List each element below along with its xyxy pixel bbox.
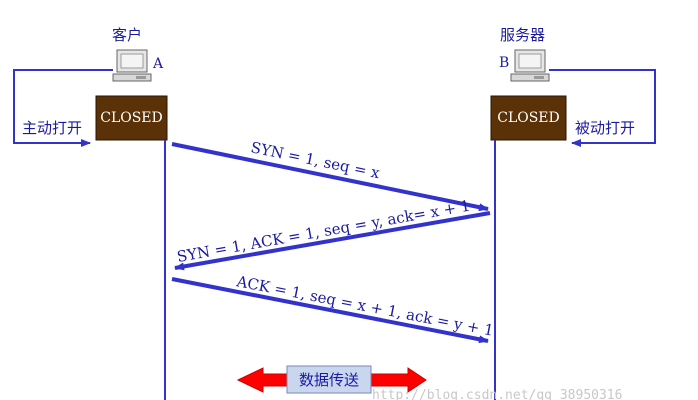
server-title: 服务器	[500, 26, 545, 44]
client-open-loop	[13, 69, 113, 147]
ack-label: ACK = 1, seq = x + 1, ack = y + 1	[234, 272, 495, 340]
syn-ack-label: SYN = 1, ACK = 1, seq = y, ack= x + 1	[176, 197, 472, 266]
server-state-box: CLOSED	[490, 95, 567, 141]
server-state-text: CLOSED	[497, 110, 560, 126]
client-title: 客户	[112, 26, 142, 44]
watermark: http://blog.csdn.net/qq_38950316	[372, 388, 622, 400]
client-host-label: A	[152, 56, 164, 72]
client-computer-icon	[112, 49, 152, 82]
server-host-label: B	[499, 55, 509, 71]
server-open-label: 被动打开	[575, 119, 635, 137]
syn-ack-arrow	[174, 211, 491, 271]
client-state-box: CLOSED	[95, 95, 168, 141]
ack-arrow	[171, 277, 489, 344]
server-open-loop	[549, 69, 656, 147]
client-state-text: CLOSED	[100, 110, 163, 126]
syn-label: SYN = 1, seq = x	[249, 138, 382, 182]
server-computer-icon	[510, 49, 550, 82]
data-transfer-label: 数据传送	[299, 371, 359, 389]
data-transfer-box: 数据传送	[286, 365, 372, 394]
syn-arrow	[171, 142, 489, 212]
client-open-label: 主动打开	[22, 119, 82, 137]
